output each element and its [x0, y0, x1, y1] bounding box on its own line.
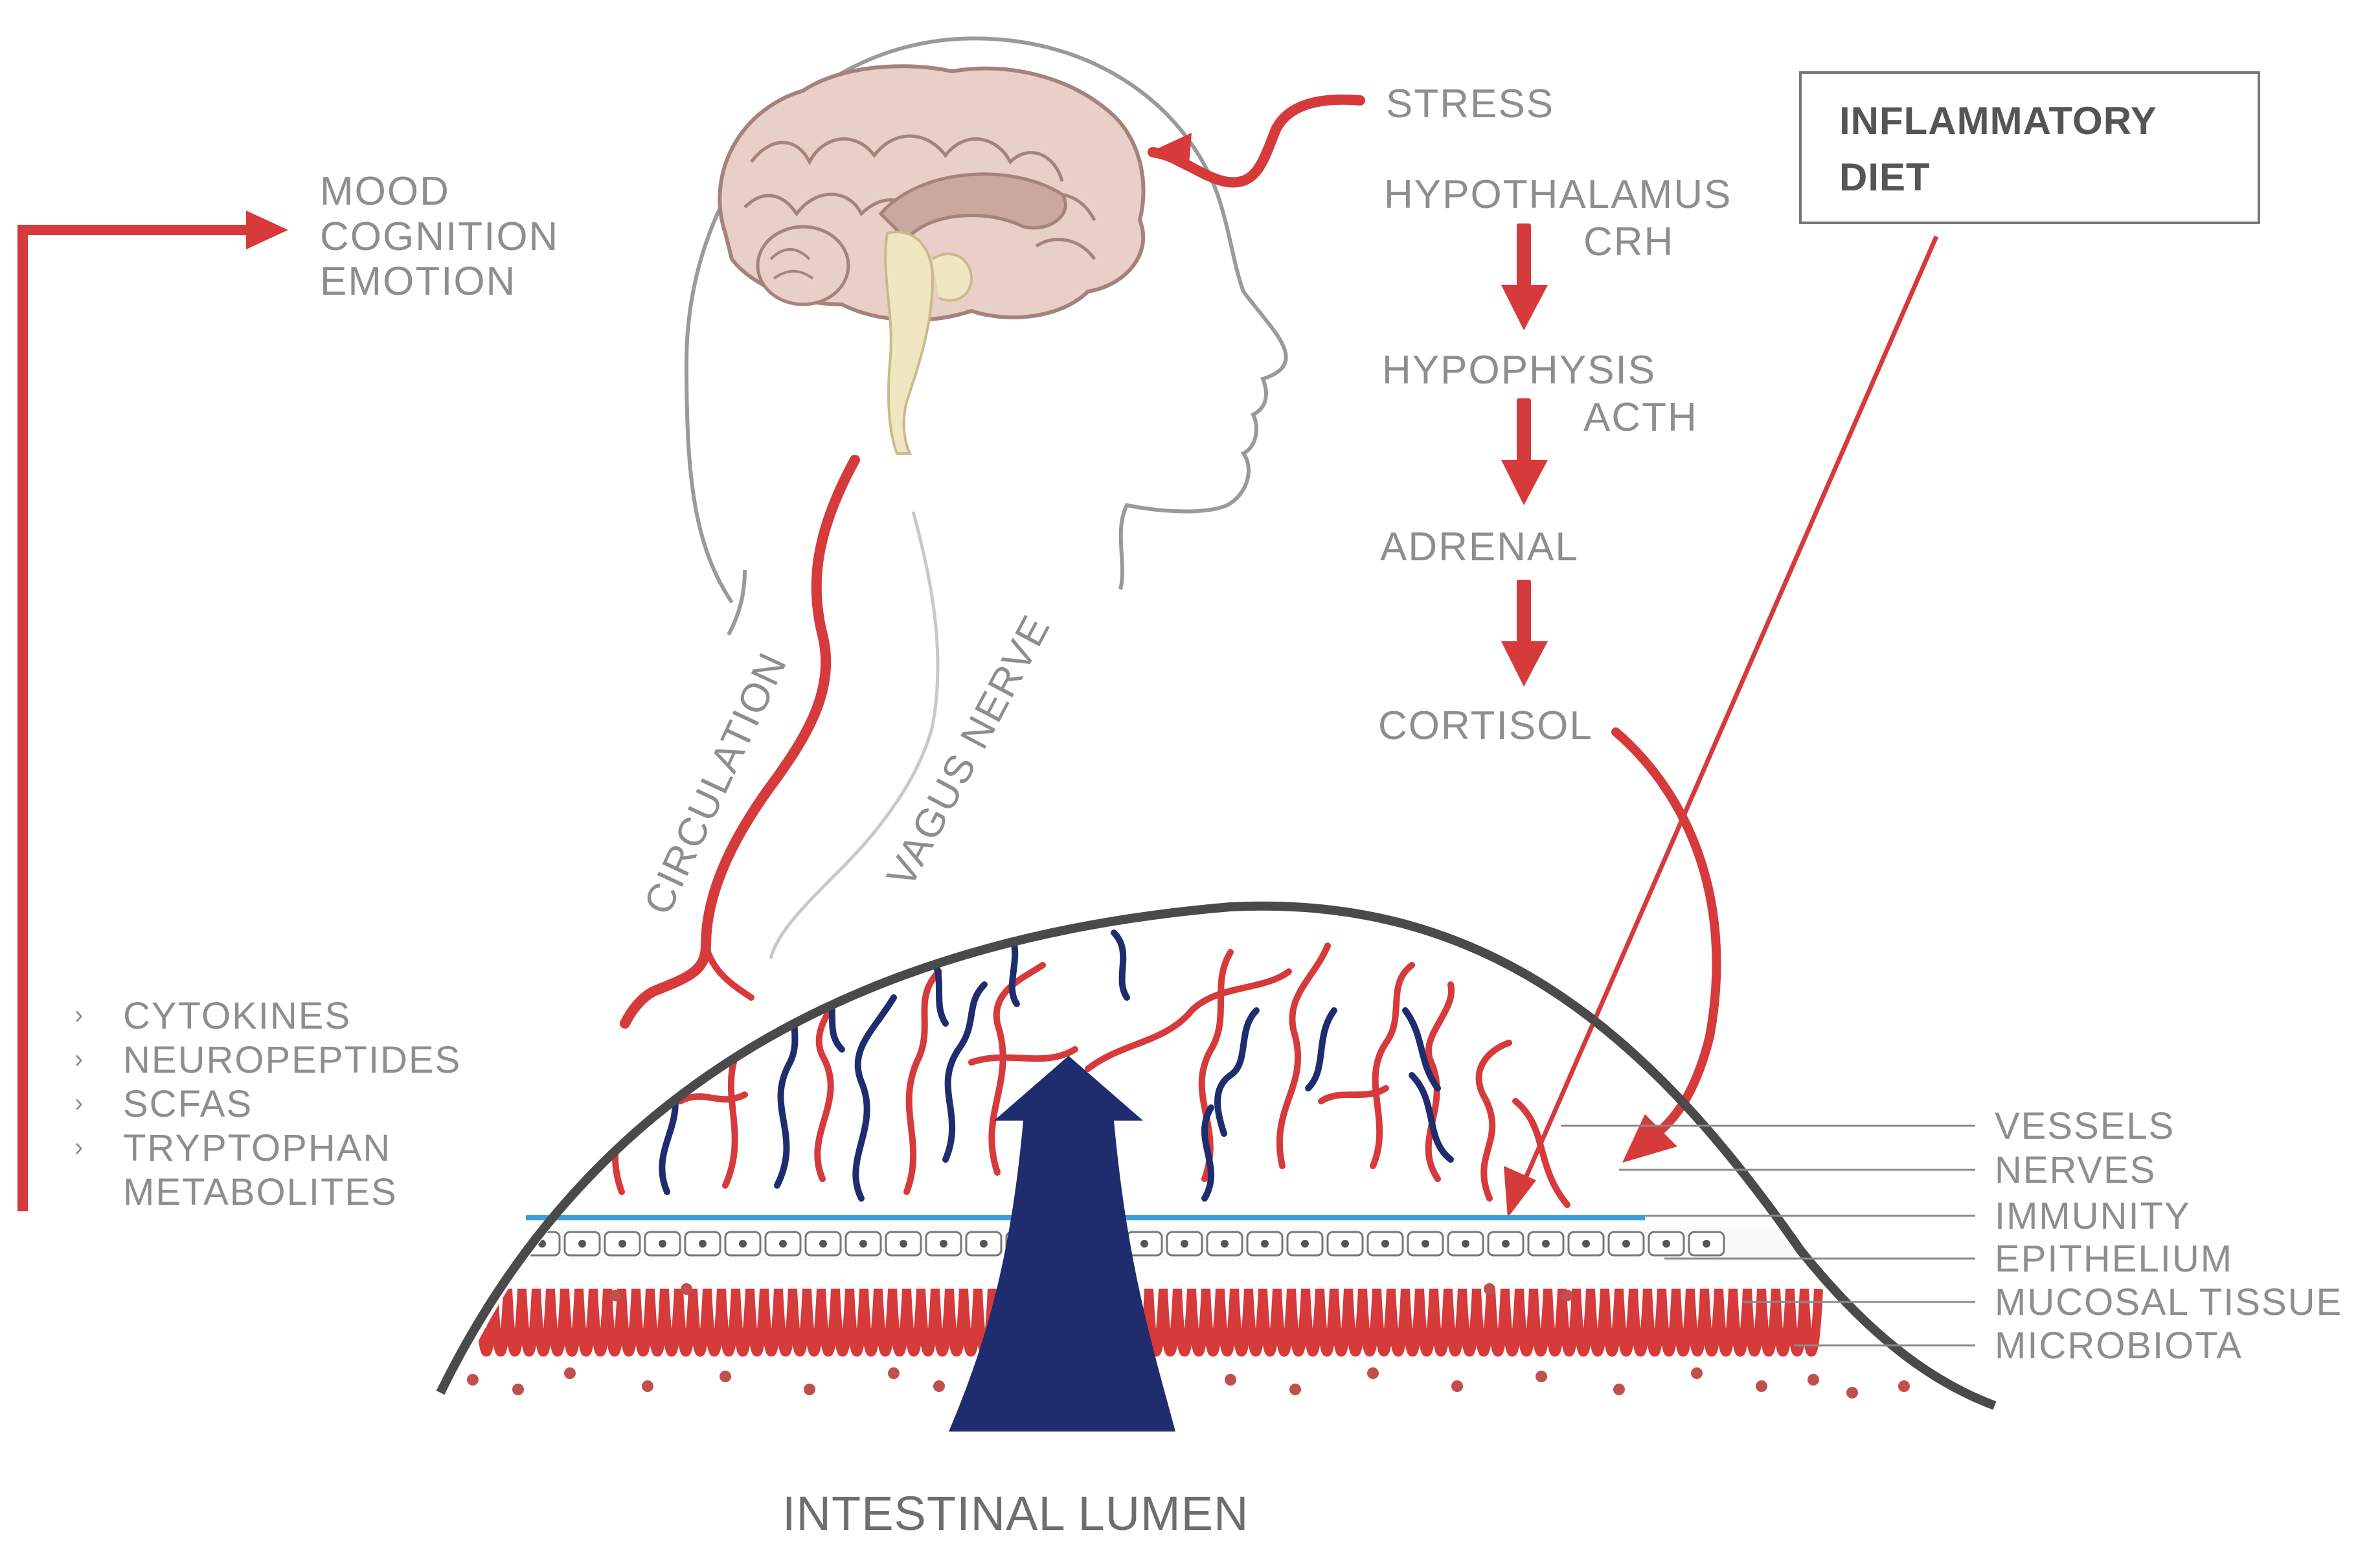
signal-item: METABOLITES: [123, 1171, 398, 1213]
feedback-line: [17, 225, 253, 1211]
cortisol-arrow: [1611, 727, 1721, 1145]
hpa-arrows: [1501, 223, 1548, 687]
label-mood: MOOD: [320, 169, 450, 214]
label-hypophysis: HYPOPHYSIS: [1382, 348, 1657, 393]
label-emotion: EMOTION: [320, 259, 517, 304]
label-adrenal: ADRENAL: [1380, 525, 1579, 569]
stress-arrow: [1148, 94, 1365, 188]
layer-label-nerves: NERVES: [1995, 1149, 2157, 1191]
label-hypothalamus: HYPOTHALAMUS: [1384, 172, 1732, 217]
layer-label-mucosal-tissue: MUCOSAL TISSUE: [1995, 1281, 2343, 1323]
vagus-nerve: [769, 511, 940, 959]
label-stress: STRESS: [1386, 82, 1555, 126]
diet-label-line2: DIET: [1839, 155, 1931, 199]
mucosal-villi: [475, 1288, 1823, 1357]
signal-item: CYTOKINES: [123, 995, 352, 1037]
gut-wall: [453, 930, 1995, 1398]
label-cortisol: CORTISOL: [1378, 703, 1593, 748]
bullet: ›: [74, 1045, 84, 1073]
brain-icon: [718, 64, 1146, 455]
gut-outline: [436, 901, 1997, 1410]
layer-label-immunity: IMMUNITY: [1995, 1195, 2191, 1237]
signal-item: TRYPTOPHAN: [123, 1127, 392, 1169]
head-outline: [684, 36, 1288, 604]
bullet: ›: [74, 1001, 84, 1029]
inflammatory-diet-box: INFLAMMATORY DIET: [1799, 71, 2260, 224]
bullet: ›: [74, 1133, 84, 1161]
layer-leader-lines: [1561, 1124, 1975, 1347]
bullet: ›: [74, 1089, 84, 1117]
label-crh: CRH: [1583, 220, 1675, 264]
circulation-vessel: [620, 455, 860, 1029]
label-intestinal-lumen: INTESTINAL LUMEN: [782, 1487, 1249, 1540]
layer-label-epithelium: EPITHELIUM: [1995, 1238, 2234, 1280]
signal-item: SCFAS: [123, 1083, 253, 1125]
diet-arrow: [1513, 235, 1939, 1203]
lumen-arrow: [949, 1056, 1175, 1432]
label-cognition: COGNITION: [320, 214, 560, 259]
diet-label-line1: INFLAMMATORY: [1839, 99, 2157, 143]
layer-label-vessels: VESSELS: [1995, 1105, 2175, 1147]
signal-item: NEUROPEPTIDES: [123, 1039, 462, 1081]
label-acth: ACTH: [1583, 395, 1698, 440]
epithelium-cells: [453, 1227, 1995, 1260]
neck-line-left: [727, 569, 747, 636]
layer-label-microbiota: MICROBIOTA: [1995, 1325, 2243, 1367]
